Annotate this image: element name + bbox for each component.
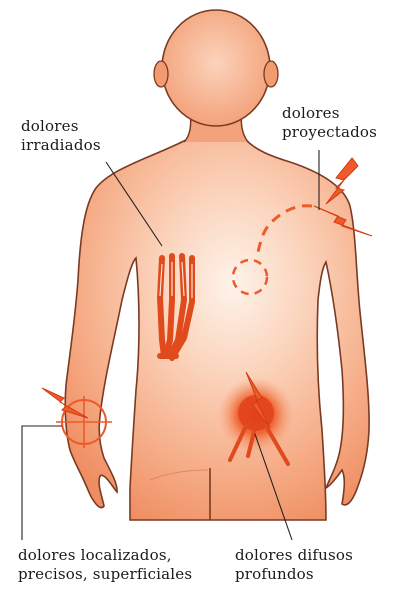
label-referred-radiating-pain: dolores irradiados <box>21 117 101 155</box>
label-line: dolores localizados, <box>18 546 192 565</box>
label-line: dolores difusos <box>235 546 353 565</box>
label-localized-pain: dolores localizados, precisos, superfici… <box>18 546 192 584</box>
head <box>162 10 270 126</box>
label-line: precisos, superficiales <box>18 565 192 584</box>
label-diffuse-pain: dolores difusos profundos <box>235 546 353 584</box>
label-line: dolores <box>21 117 101 136</box>
label-line: dolores <box>282 104 377 123</box>
label-line: proyectados <box>282 123 377 142</box>
label-line: profundos <box>235 565 353 584</box>
torso-silhouette <box>65 140 369 520</box>
label-line: irradiados <box>21 136 101 155</box>
label-projected-pain: dolores proyectados <box>282 104 377 142</box>
